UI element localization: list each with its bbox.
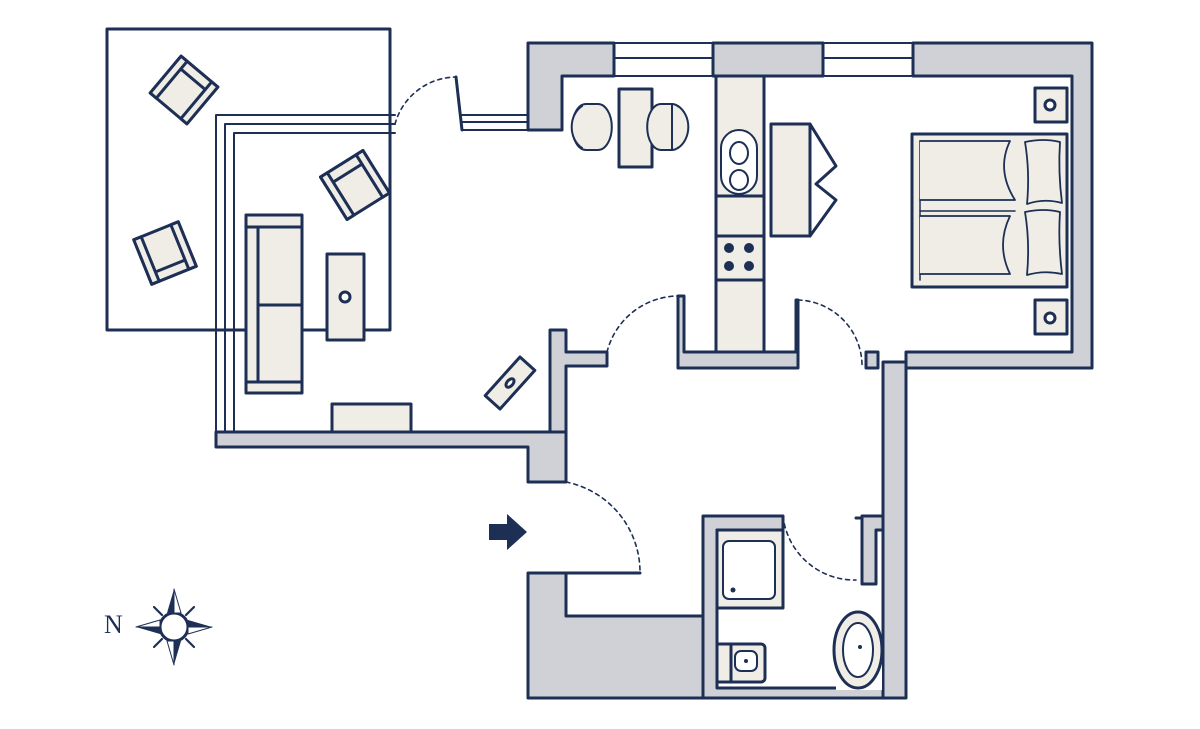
door-jambs (454, 75, 864, 520)
kitchen-counter (714, 74, 766, 354)
double-bed (910, 132, 1069, 289)
side-table (483, 355, 537, 411)
armchair (319, 149, 391, 221)
walls (214, 41, 1094, 700)
shower-tray (715, 528, 785, 610)
nightstand-bottom (1033, 298, 1069, 336)
door-swings (394, 76, 863, 581)
washbasin-icon (832, 610, 884, 690)
north-label: N (104, 610, 123, 639)
tv-cabinet (330, 402, 413, 434)
toilet-icon (715, 642, 767, 684)
wardrobe (769, 122, 838, 238)
sofa (244, 213, 304, 395)
dining-chair-left (570, 103, 613, 151)
entrance-arrow-icon (489, 514, 527, 550)
compass-rose-icon (135, 588, 213, 666)
windows (215, 42, 914, 433)
balcony-chair-top (148, 54, 220, 126)
dining-chair-right (646, 103, 690, 151)
kitchen-sink-icon (720, 129, 758, 195)
nightstand-top (1033, 86, 1069, 124)
cooktop-icon (724, 243, 754, 271)
coffee-table (325, 252, 366, 342)
balcony-chair-bottom (132, 220, 198, 286)
